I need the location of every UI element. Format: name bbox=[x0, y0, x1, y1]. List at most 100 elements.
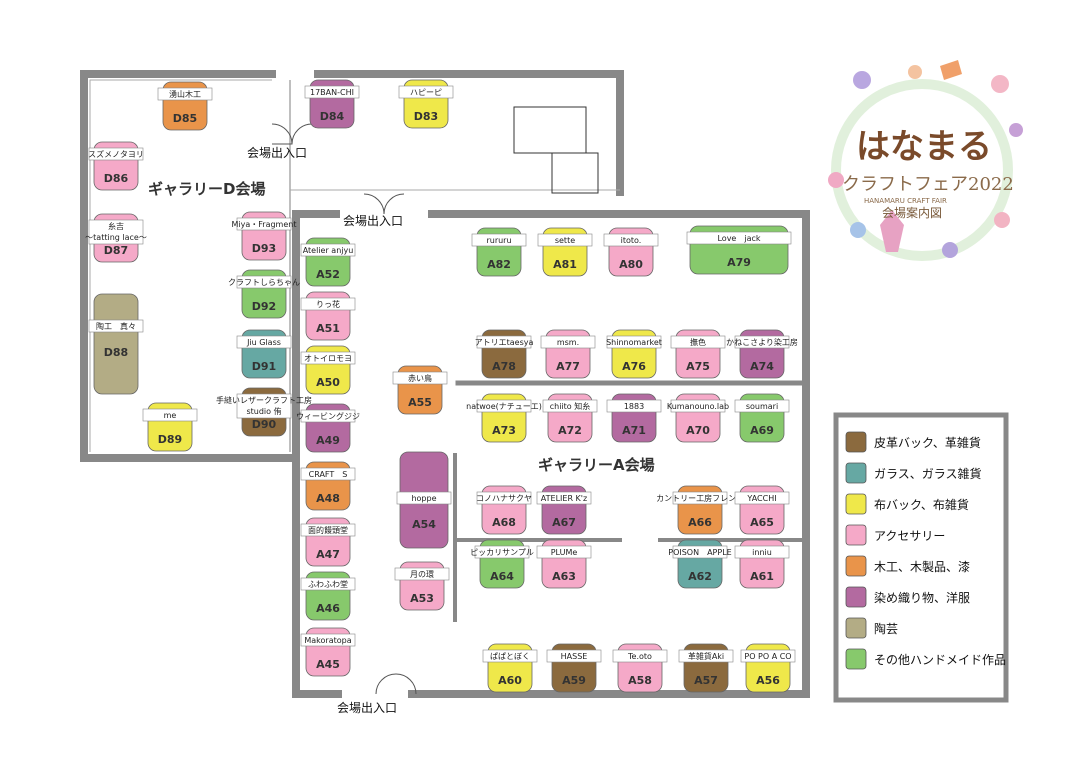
booth-code: A58 bbox=[628, 674, 652, 687]
booth-code: A61 bbox=[750, 570, 774, 583]
legend-swatch bbox=[845, 648, 867, 670]
booth-name-box bbox=[236, 275, 292, 289]
booth-name: PO PO A CO bbox=[744, 652, 791, 661]
booth-name-box bbox=[740, 649, 796, 663]
hall-d-label: ギャラリーD会場 bbox=[148, 180, 265, 198]
booth-name-box bbox=[672, 491, 728, 505]
booth-name-box bbox=[482, 649, 538, 663]
booth-name: sette bbox=[555, 236, 575, 245]
booth-code: A72 bbox=[558, 424, 582, 437]
booth-name-box bbox=[300, 577, 356, 591]
booth-code: A73 bbox=[492, 424, 516, 437]
booth-name-box bbox=[394, 567, 450, 581]
booth-name-box bbox=[536, 545, 592, 559]
booth-name: アトリエtaesya bbox=[475, 338, 534, 347]
booth-code: A79 bbox=[727, 256, 751, 269]
booth-code: A65 bbox=[750, 516, 774, 529]
booth-name-box bbox=[612, 649, 668, 663]
booth-name: natwoe(ナチューエ) bbox=[466, 402, 542, 411]
booth-name-box bbox=[398, 85, 454, 99]
booth-name: Miya・Fragment bbox=[232, 220, 297, 229]
booth-name: Makoratopa bbox=[304, 636, 351, 645]
legend-swatch bbox=[845, 586, 867, 608]
booth-name-box bbox=[142, 408, 198, 422]
booth-name: PLUMe bbox=[551, 548, 578, 557]
booth-name: りっ花 bbox=[316, 299, 340, 309]
booth-name-box bbox=[471, 233, 527, 247]
flower-icon-5 bbox=[850, 222, 866, 238]
booth-code: D93 bbox=[252, 242, 276, 255]
booth-code: D87 bbox=[104, 244, 128, 257]
booth-code: A77 bbox=[556, 360, 580, 373]
booth-name-box bbox=[300, 633, 356, 647]
flower-icon-7 bbox=[994, 212, 1010, 228]
booth-name-box bbox=[540, 335, 596, 349]
booth-name: ハピーピ bbox=[410, 88, 442, 97]
booth-name-box bbox=[392, 371, 448, 385]
booth-name: Te.oto bbox=[627, 652, 652, 661]
booth-name-box bbox=[670, 399, 726, 413]
walls bbox=[80, 70, 810, 698]
booth-code: D91 bbox=[252, 360, 276, 373]
booth-code: A63 bbox=[552, 570, 576, 583]
booth-name: オトイロモヨ bbox=[304, 354, 352, 363]
booth-name: カントリー工房フレンズ bbox=[656, 493, 744, 503]
booth-code: A50 bbox=[316, 376, 340, 389]
booth-name-box bbox=[236, 393, 292, 419]
booth-a77: msm.A77 bbox=[540, 329, 596, 379]
booth-name: 月の環 bbox=[410, 570, 434, 579]
booth-code: A74 bbox=[750, 360, 774, 373]
legend-swatch bbox=[845, 617, 867, 639]
booth-name-box bbox=[300, 243, 356, 257]
flower-icon-6 bbox=[942, 242, 958, 258]
legend-swatch bbox=[845, 555, 867, 577]
booth-name-box bbox=[606, 335, 662, 349]
flower-icon-8 bbox=[908, 65, 922, 79]
legend-label: 陶芸 bbox=[874, 621, 898, 636]
logo-english: HANAMARU CRAFT FAIR bbox=[864, 197, 947, 205]
logo-title: はなまる bbox=[856, 127, 992, 167]
booth-code: D89 bbox=[158, 433, 182, 446]
booth-a80: itoto.A80 bbox=[603, 227, 659, 277]
booth-name-box bbox=[300, 297, 356, 311]
booth-code: A75 bbox=[686, 360, 710, 373]
booth-name: クラフトしらちゃん bbox=[228, 278, 300, 287]
booth-name-box bbox=[236, 335, 292, 349]
booth-name-box bbox=[300, 523, 356, 537]
booth-block bbox=[93, 293, 139, 395]
booth-code: A49 bbox=[316, 434, 340, 447]
booth-name-box bbox=[672, 545, 728, 559]
flower-icon-1 bbox=[853, 71, 871, 89]
legend-swatch bbox=[845, 462, 867, 484]
wall-a-left bbox=[292, 210, 342, 698]
hall-a-label: ギャラリーA会場 bbox=[538, 456, 655, 474]
flower-icon-2 bbox=[991, 75, 1009, 93]
booth-name: Atelier anjyu bbox=[303, 246, 354, 255]
booth-name-box bbox=[88, 147, 144, 161]
booth-code: D90 bbox=[252, 418, 277, 431]
booth-name-box bbox=[537, 233, 593, 247]
doors bbox=[271, 123, 417, 695]
flower-wreath-icon bbox=[831, 79, 1013, 261]
booth-code: D83 bbox=[414, 110, 438, 123]
booth-name-box bbox=[734, 491, 790, 505]
booth-code: A54 bbox=[412, 518, 436, 531]
logo-map-label: 会場案内図 bbox=[882, 205, 942, 220]
